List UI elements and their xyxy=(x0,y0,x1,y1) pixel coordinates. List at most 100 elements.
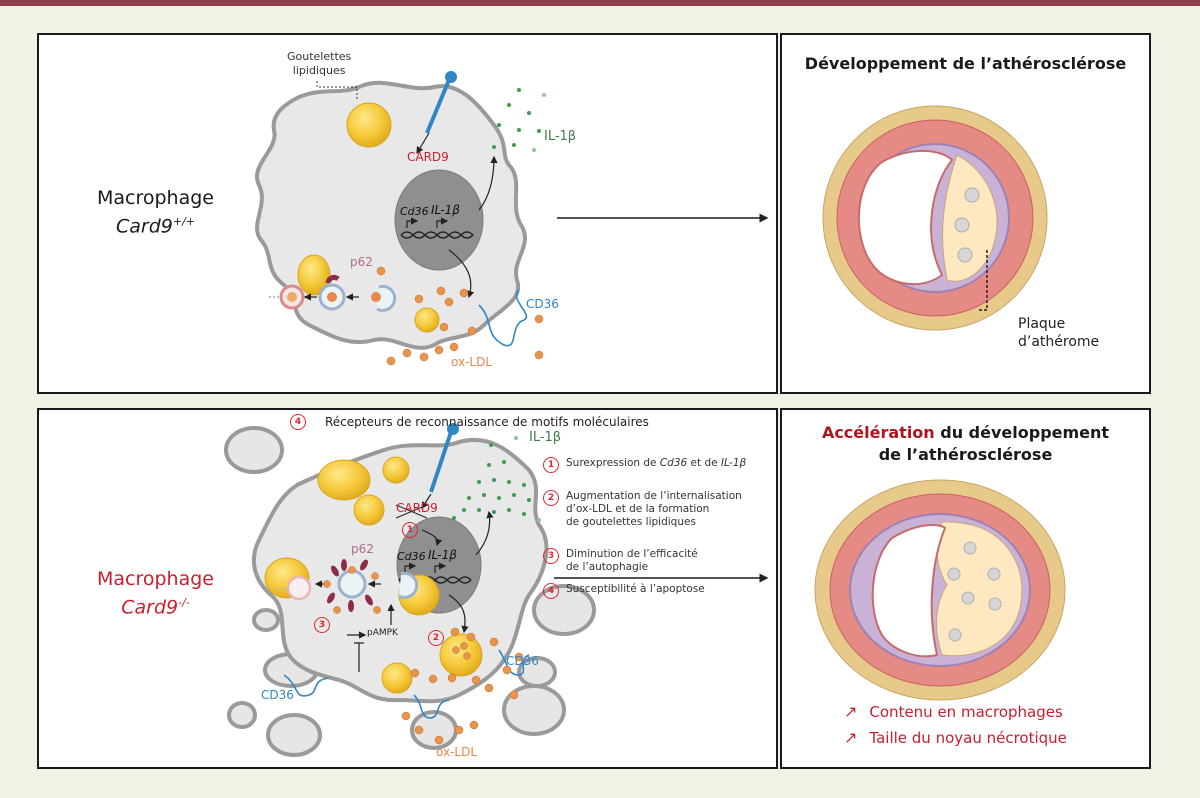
gene-il1b-label: IL-1β xyxy=(431,203,460,217)
ox-ldl-label: ox-LDL xyxy=(451,355,493,369)
atheroma-plaque xyxy=(942,154,998,282)
receptor-icon xyxy=(429,431,453,493)
legend-text: Augmentation de l’internalisation d’ox-L… xyxy=(566,490,742,529)
legend-item-2: 2 Augmentation de l’internalisation d’ox… xyxy=(543,490,742,529)
title-rest: du développement xyxy=(934,423,1110,442)
outcome-text: Taille du noyau nécrotique xyxy=(869,728,1067,747)
panel-title: Accélération du développement de l’athér… xyxy=(782,422,1149,466)
autophagosome xyxy=(337,569,367,599)
plaque-macrophages xyxy=(947,541,1002,642)
artery-lumen xyxy=(871,524,947,658)
outcome-item-2: ↗ Taille du noyau nécrotique xyxy=(844,728,1067,747)
legend-line: d’ox-LDL et de la formation xyxy=(566,503,710,515)
label-line: Plaque xyxy=(1018,316,1066,332)
marker-4: 4 xyxy=(290,414,306,430)
genotype-label: Card9-/- xyxy=(97,591,214,619)
artery-cross-section xyxy=(822,105,1048,331)
ox-ldl-label: ox-LDL xyxy=(436,745,478,759)
ox-ldl-particles xyxy=(376,266,544,366)
cd36-receptors xyxy=(283,649,530,719)
macrophage-title: Macrophage xyxy=(97,187,214,209)
legend-item-1: 1 Surexpression de Cd36 et de IL-1β xyxy=(543,457,746,473)
marker-1: 1 xyxy=(402,522,418,538)
receptor-icon xyxy=(425,79,451,134)
arrow-up-right-icon: ↗ xyxy=(844,728,858,747)
legend-line: de l’autophagie xyxy=(566,561,649,573)
lipid-droplet xyxy=(297,254,331,296)
title-highlight: Accélération xyxy=(821,423,935,442)
genotype-label: Card9+/+ xyxy=(97,210,214,238)
lipid-droplet xyxy=(346,102,392,148)
prr-text: Récepteurs de reconnaissance de motifs m… xyxy=(325,415,649,429)
macrophage-wt-illustration xyxy=(255,71,769,366)
il1b-particles xyxy=(492,88,546,152)
p62-label: p62 xyxy=(351,542,374,556)
gene-cd36-label: Cd36 xyxy=(400,205,429,218)
legend-item-3: 3 Diminution de l’efficacité de l’autoph… xyxy=(543,548,698,574)
legend-text-part: et de xyxy=(687,457,721,469)
legend-text: Surexpression de Cd36 et de IL-1β xyxy=(566,457,746,470)
cd36-receptor xyxy=(478,289,528,347)
legend-number: 4 xyxy=(543,583,559,599)
genotype-sup: +/+ xyxy=(172,215,195,228)
pampk-label: pAMPK xyxy=(367,628,398,638)
il1b-label: IL-1β xyxy=(529,430,562,445)
outcome-item-1: ↗ Contenu en macrophages xyxy=(844,702,1063,721)
il1b-particles xyxy=(452,436,541,522)
genotype-name: Card9 xyxy=(121,596,179,619)
title-line-2: de l’athérosclérose xyxy=(878,445,1053,464)
genotype-sup: -/- xyxy=(178,596,190,609)
internalized-ox-ldl xyxy=(452,642,471,660)
legend-number: 1 xyxy=(543,457,559,473)
legend-line: Augmentation de l’internalisation xyxy=(566,490,742,502)
marker-3: 3 xyxy=(314,617,330,633)
cd36-label-left: CD36 xyxy=(261,688,294,702)
macrophage-wt-label: Macrophage Card9+/+ xyxy=(97,187,214,238)
nucleus xyxy=(394,169,484,271)
lipid-droplet xyxy=(414,307,440,333)
panel-title: Développement de l’athérosclérose xyxy=(804,54,1127,73)
panel-accelerated-atherosclerosis: Accélération du développement de l’athér… xyxy=(780,408,1151,769)
top-frame-bar xyxy=(0,0,1200,6)
panel-atherosclerosis-development: Développement de l’athérosclérose Plaque… xyxy=(780,33,1151,394)
legend-text: Susceptibilité à l’apoptose xyxy=(566,583,705,595)
outcome-text: Contenu en macrophages xyxy=(869,702,1063,721)
marker-2: 2 xyxy=(428,630,444,646)
macrophage-ko-label: Macrophage Card9-/- xyxy=(97,568,214,619)
legend-text-part: Surexpression de xyxy=(566,457,660,469)
gene-cd36-label: Cd36 xyxy=(397,550,426,563)
gene-il1b-label: IL-1β xyxy=(428,548,457,562)
label-line: Goutelettes xyxy=(287,50,352,63)
legend-item-4: 4 Susceptibilité à l’apoptose xyxy=(543,583,705,599)
plaque-macrophages xyxy=(954,187,980,263)
legend-line: de goutelettes lipidiques xyxy=(566,516,696,528)
legend-text: Diminution de l’efficacité de l’autophag… xyxy=(566,548,698,574)
ox-ldl-particles xyxy=(401,627,524,745)
prr-label: 4 Récepteurs de reconnaissance de motifs… xyxy=(290,414,649,430)
label-line: lipidiques xyxy=(292,64,346,77)
legend-line: Diminution de l’efficacité xyxy=(566,548,698,560)
card9-label: CARD9 xyxy=(407,150,449,164)
label-line: d’athérome xyxy=(1018,334,1100,350)
card9-label: CARD9 xyxy=(396,501,438,515)
legend-number: 3 xyxy=(543,548,559,564)
lipid-droplets-label: Goutelettes lipidiques xyxy=(287,50,351,78)
genotype-name: Card9 xyxy=(115,215,173,238)
legend-gene: IL-1β xyxy=(720,457,747,469)
necrotic-core xyxy=(936,521,1023,657)
il1b-label: IL-1β xyxy=(544,129,577,144)
legend-gene: Cd36 xyxy=(659,457,688,469)
p62-aggregates xyxy=(327,559,373,612)
card9-strikethrough xyxy=(395,504,428,519)
panel-wildtype-macrophage: Macrophage Card9+/+ Goutelettes lipidiqu… xyxy=(37,33,778,394)
title-line-1: Accélération du développement xyxy=(782,422,1149,444)
artery-cross-section-advanced xyxy=(814,479,1066,701)
panel-knockout-macrophage: Macrophage Card9-/- 4 Récepteurs de reco… xyxy=(37,408,778,769)
p62-label: p62 xyxy=(350,255,373,269)
plaque-label: Plaque d’athérome xyxy=(1018,315,1099,351)
macrophage-title: Macrophage xyxy=(97,568,214,590)
arrow-up-right-icon: ↗ xyxy=(844,702,858,721)
cd36-label-right: CD36 xyxy=(506,654,539,668)
artery-lumen xyxy=(857,149,954,286)
legend-number: 2 xyxy=(543,490,559,506)
